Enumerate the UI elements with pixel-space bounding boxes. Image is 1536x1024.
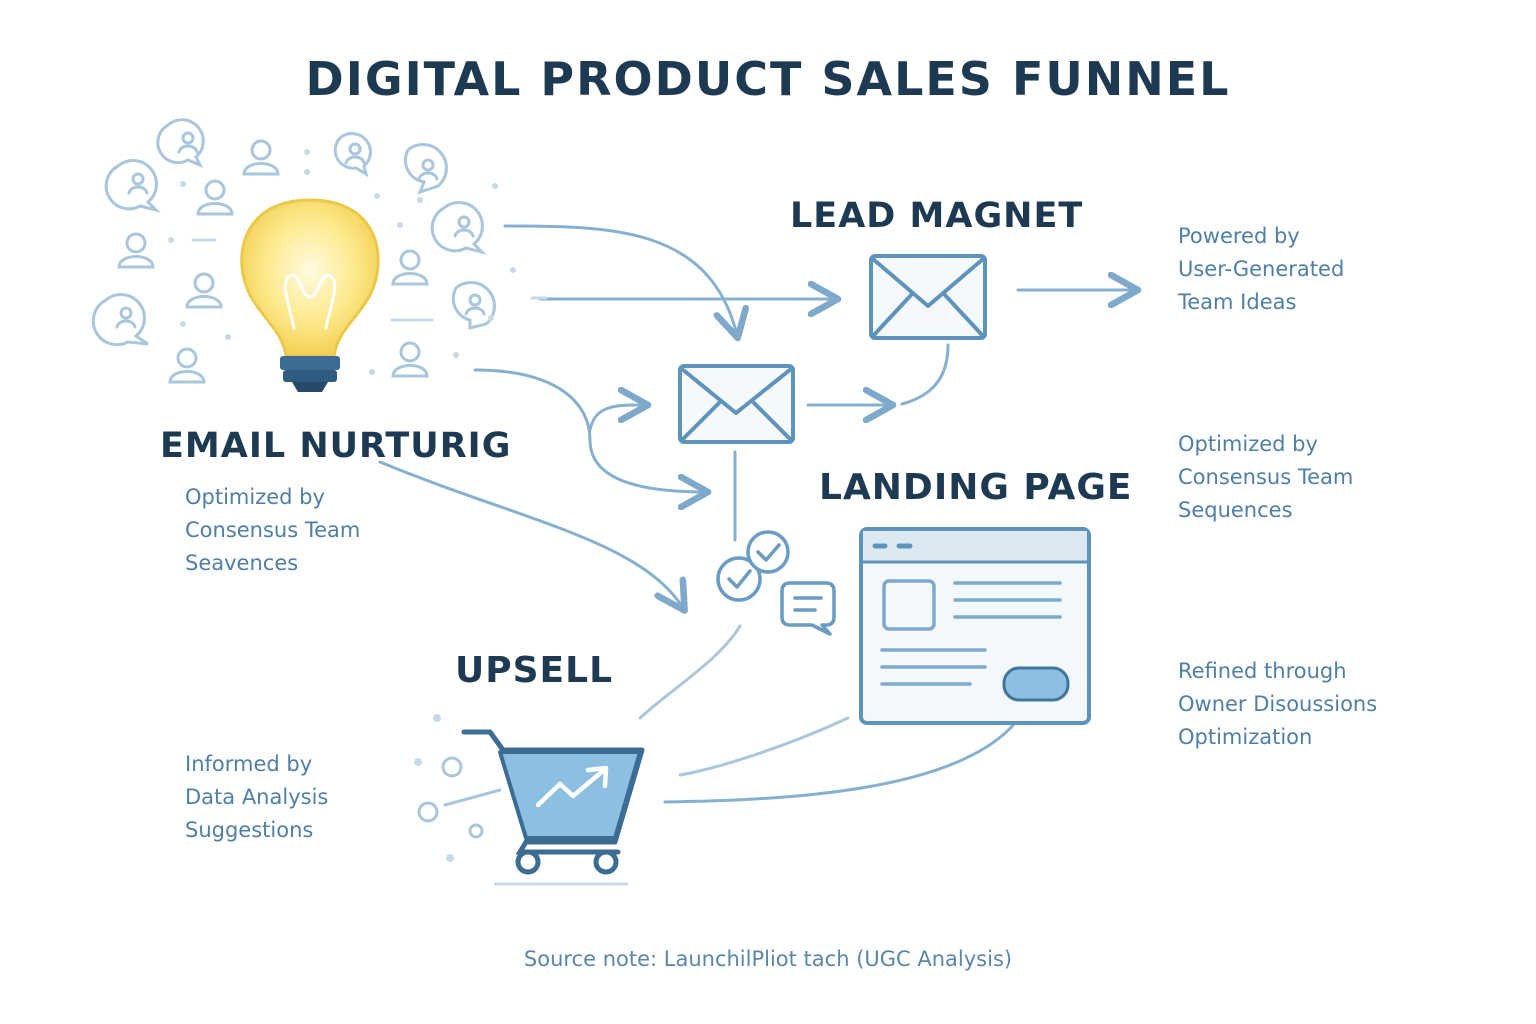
person-icon: [391, 249, 429, 286]
envelope-icon: [678, 364, 795, 444]
note-line: Seavences: [185, 551, 299, 575]
connector-loop-to-email: [588, 405, 645, 432]
note-line: Consensus Team: [185, 518, 361, 542]
envelope-icon: [869, 254, 987, 340]
note-line: Suggestions: [185, 818, 314, 842]
chat-bubble-icon: [780, 581, 836, 636]
note-line: Owner Disoussions: [1178, 692, 1378, 716]
checkmark-icon: [746, 530, 790, 574]
stage-label-email-nurturing: EMAIL NURTURIG: [160, 426, 512, 466]
stage-label-upsell: UPSELL: [455, 650, 614, 691]
note-line: Sequences: [1178, 498, 1293, 522]
note-line: Informed by: [185, 752, 313, 776]
stage-label-landing-page: LANDING PAGE: [819, 467, 1133, 508]
connector-idea-to-email: [503, 224, 737, 335]
connector-nurture-to-upsell: [378, 460, 683, 608]
note-landing-upper: Optimized by Consensus Team Sequences: [1178, 428, 1353, 527]
connector-dots-to-cart: [443, 788, 502, 807]
note-line: Data Analysis: [185, 785, 329, 809]
person-icon: [117, 232, 155, 269]
chat-bubble-icon: [430, 201, 487, 255]
note-line: Team Ideas: [1178, 290, 1297, 314]
chat-bubble-icon: [403, 143, 448, 195]
person-icon: [168, 347, 206, 384]
stage-label-lead-magnet: LEAD MAGNET: [790, 196, 1084, 236]
connector-lead-magnet-down: [900, 343, 950, 406]
note-upsell: Informed by Data Analysis Suggestions: [185, 748, 328, 847]
note-line: Optimized by: [1178, 432, 1318, 456]
note-line: Powered by: [1178, 224, 1300, 248]
source-note: Source note: LaunchilPliot tach (UGC Ana…: [523, 947, 1013, 971]
note-line: Optimization: [1178, 725, 1313, 749]
decorative-dots: [168, 149, 516, 375]
browser-window-icon: [859, 527, 1091, 725]
chat-bubble-icon: [451, 281, 496, 330]
diagram-title: DIGITAL PRODUCT SALES FUNNEL: [305, 52, 1231, 106]
person-icon: [185, 272, 223, 309]
connector-landing-to-cart-upper: [678, 716, 850, 777]
connector-idea-to-email-loop: [473, 368, 705, 492]
chat-bubble-icon: [333, 132, 372, 178]
note-line: User-Generated: [1178, 257, 1345, 281]
lightbulb-icon: [240, 198, 380, 392]
note-email-nurturing: Optimized by Consensus Team Seavences: [185, 481, 360, 580]
person-icon: [391, 341, 429, 378]
person-icon: [196, 179, 234, 216]
connector-landing-to-cart-lower: [663, 698, 1032, 804]
note-landing-lower: Refined through Owner Disoussions Optimi…: [1178, 655, 1377, 754]
note-line: Refined through: [1178, 659, 1347, 683]
shopping-cart-icon: [461, 729, 645, 886]
chat-bubble-icon: [104, 159, 161, 213]
person-icon: [242, 139, 280, 176]
note-line: Consensus Team: [1178, 465, 1354, 489]
note-lead-magnet: Powered by User-Generated Team Ideas: [1178, 220, 1344, 319]
connector-check-to-cart: [638, 624, 742, 720]
decorative-dots: [414, 714, 484, 862]
chat-bubble-icon: [156, 118, 205, 168]
idea-cluster: [91, 118, 548, 384]
chat-bubble-icon: [91, 293, 149, 347]
note-line: Optimized by: [185, 485, 325, 509]
checkmark-icon: [716, 556, 762, 602]
trend-arrow-icon: [535, 765, 609, 808]
connector-lines: [378, 224, 1135, 807]
